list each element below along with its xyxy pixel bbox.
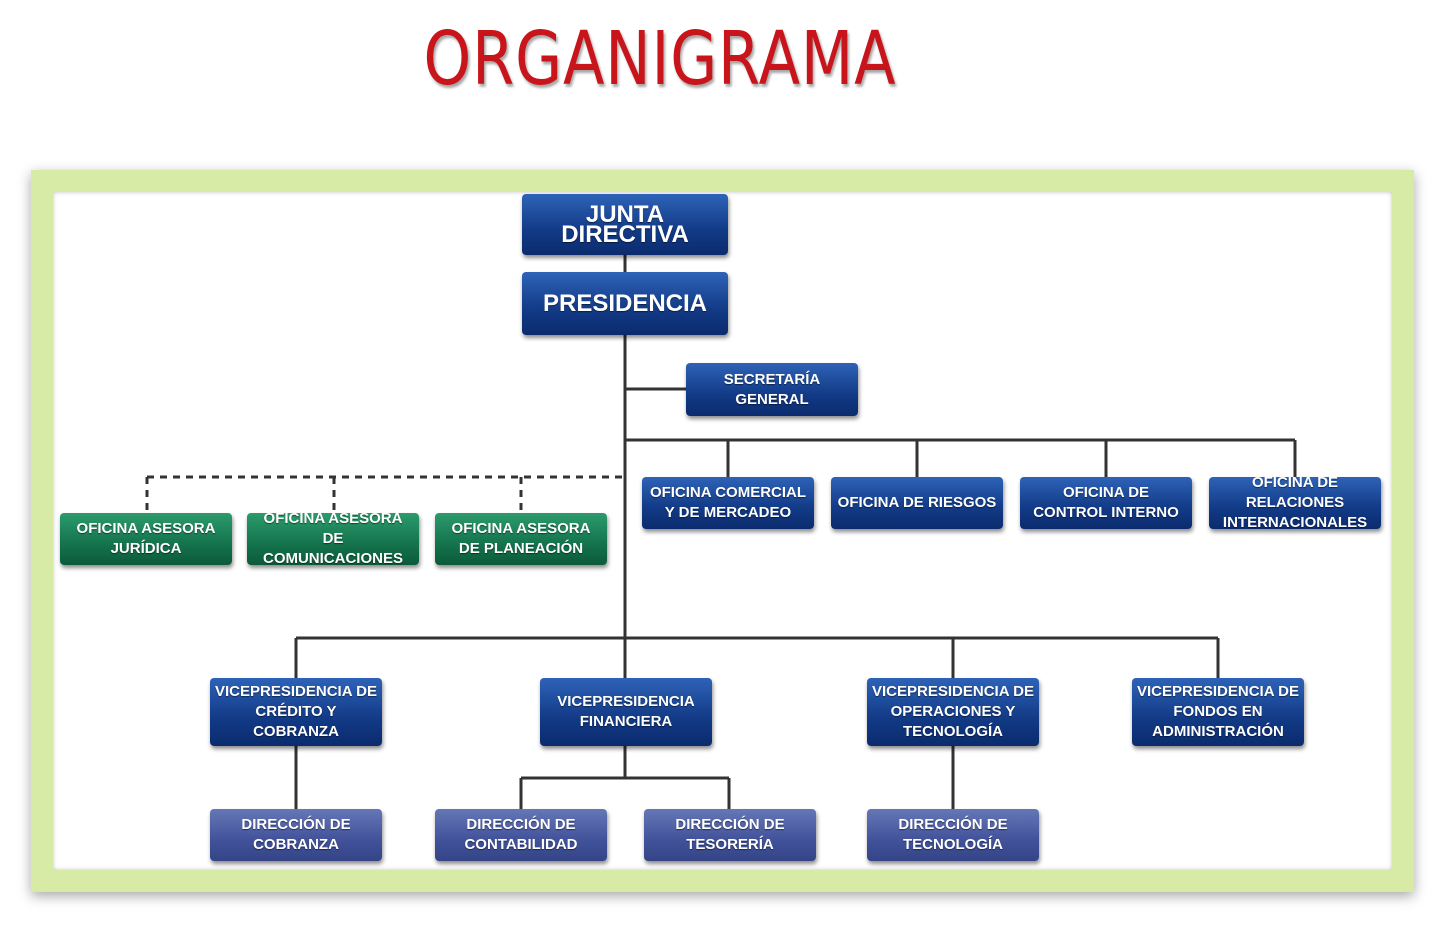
node-direccion-tecnologia: DIRECCIÓN DE TECNOLOGÍA (867, 809, 1039, 861)
node-junta-directiva: JUNTA DIRECTIVA (522, 194, 728, 255)
node-vp-credito-cobranza: VICEPRESIDENCIA DE CRÉDITO Y COBRANZA (210, 678, 382, 746)
node-oficina-relaciones: OFICINA DE RELACIONES INTERNACIONALES (1209, 474, 1381, 531)
node-direccion-contabilidad: DIRECCIÓN DE CONTABILIDAD (435, 809, 607, 861)
node-secretaria-general: SECRETARÍA GENERAL (686, 363, 858, 416)
node-oficina-comercial: OFICINA COMERCIAL Y DE MERCADEO (642, 477, 814, 529)
node-oficina-riesgos: OFICINA DE RIESGOS (831, 477, 1003, 529)
node-presidencia: PRESIDENCIA (522, 272, 728, 335)
node-direccion-cobranza: DIRECCIÓN DE COBRANZA (210, 809, 382, 861)
node-vp-operaciones-tecnologia: VICEPRESIDENCIA DE OPERACIONES Y TECNOLO… (867, 678, 1039, 746)
node-vp-fondos-administracion: VICEPRESIDENCIA DE FONDOS EN ADMINISTRAC… (1132, 678, 1304, 746)
node-oficina-control-interno: OFICINA DE CONTROL INTERNO (1020, 477, 1192, 529)
node-vp-financiera: VICEPRESIDENCIA FINANCIERA (540, 678, 712, 746)
node-asesora-juridica: OFICINA ASESORA JURÍDICA (60, 513, 232, 565)
node-asesora-planeacion: OFICINA ASESORA DE PLANEACIÓN (435, 513, 607, 565)
node-direccion-tesoreria: DIRECCIÓN DE TESORERÍA (644, 809, 816, 861)
node-asesora-comunicaciones: OFICINA ASESORA DE COMUNICACIONES (247, 510, 419, 567)
page-title: ORGANIGRAMA (423, 16, 897, 102)
